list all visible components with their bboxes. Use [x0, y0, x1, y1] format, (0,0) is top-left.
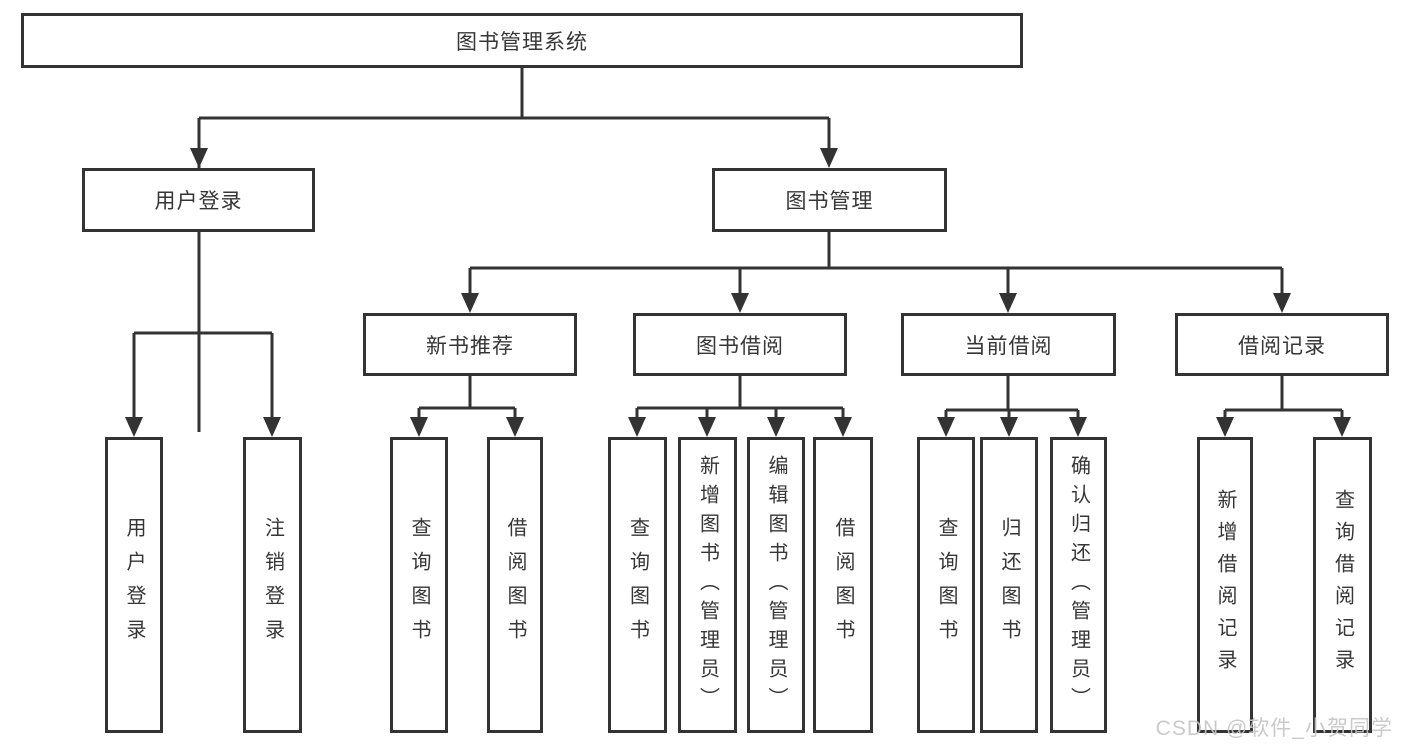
leaf-label: 归还图书 [998, 517, 1020, 653]
node-book-borrow: 图书借阅 [633, 313, 847, 376]
leaf-label: 查询图书 [626, 517, 649, 653]
leaf-label: 注销登录 [261, 517, 284, 653]
node-current-borrow: 当前借阅 [901, 313, 1116, 376]
leaf-label: 新增图书（管理员） [696, 454, 719, 716]
leaf-query-borrow-record: 查询借阅记录 [1313, 437, 1372, 733]
leaf-label: 查询图书 [935, 517, 957, 653]
leaf-label: 查询借阅记录 [1331, 489, 1354, 681]
node-new-book-recommend: 新书推荐 [363, 313, 577, 376]
leaf-label: 用户登录 [123, 517, 145, 653]
leaf-query-books-recommend: 查询图书 [390, 437, 448, 733]
node-user-login: 用户登录 [82, 168, 315, 232]
leaf-logout: 注销登录 [243, 437, 302, 733]
leaf-confirm-return-admin: 确认归还（管理员） [1050, 437, 1107, 733]
node-root-system: 图书管理系统 [21, 13, 1023, 68]
leaf-label: 借阅图书 [832, 517, 854, 653]
leaf-return-books: 归还图书 [980, 437, 1038, 733]
csdn-watermark: CSDN @软件_小贺同学 [1155, 717, 1393, 740]
arrowheads [125, 148, 1351, 437]
node-book-management: 图书管理 [712, 168, 947, 232]
leaf-label: 查询图书 [408, 517, 430, 653]
leaf-borrow-books-recommend: 借阅图书 [487, 437, 543, 733]
leaf-label: 新增借阅记录 [1214, 489, 1236, 681]
leaf-add-borrow-record: 新增借阅记录 [1197, 437, 1253, 733]
leaf-query-books-current: 查询图书 [917, 437, 975, 733]
leaf-add-books-admin: 新增图书（管理员） [678, 437, 737, 733]
leaf-edit-books-admin: 编辑图书（管理员） [747, 437, 805, 733]
leaf-borrow-books: 借阅图书 [813, 437, 873, 733]
leaf-label: 编辑图书（管理员） [765, 454, 787, 716]
leaf-query-books-borrow: 查询图书 [608, 437, 667, 733]
leaf-label: 借阅图书 [504, 517, 526, 653]
node-borrow-record: 借阅记录 [1175, 313, 1389, 376]
leaf-label: 确认归还（管理员） [1067, 454, 1090, 716]
leaf-user-login: 用户登录 [105, 437, 163, 733]
